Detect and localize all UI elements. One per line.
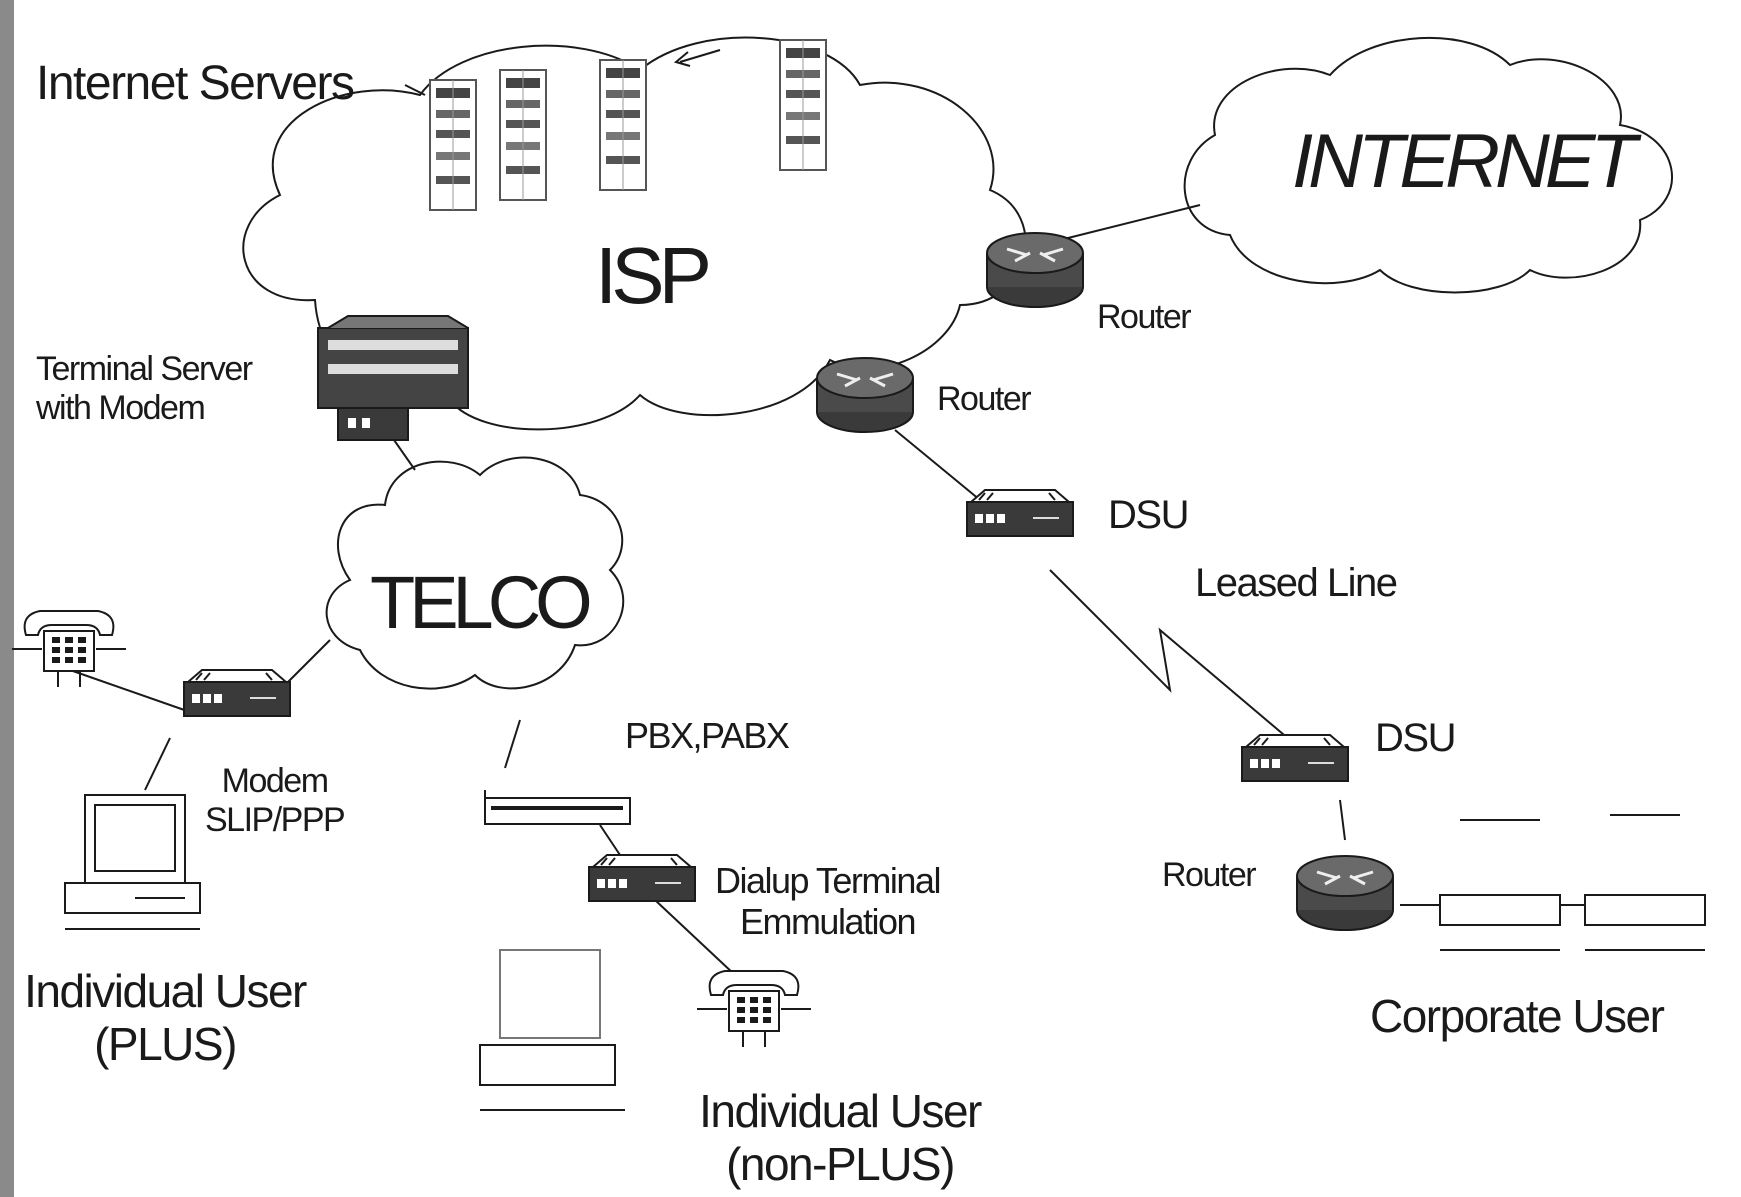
terminal-server-line-1: Terminal Server (36, 350, 253, 388)
individual-plus-line-1: Individual User (24, 965, 307, 1017)
dsu-bottom-icon (1241, 734, 1349, 782)
router-corp-icon (1295, 854, 1395, 932)
isp-label: ISP (595, 231, 712, 320)
dsu-top-label: DSU (1108, 493, 1189, 537)
phone-nonplus-icon (696, 970, 812, 1048)
pbx-graphic (484, 790, 631, 825)
router-top-label: Router (1097, 298, 1192, 336)
router-mid-icon (815, 356, 915, 434)
individual-nonplus-line-2: (non-PLUS) (726, 1137, 955, 1190)
router-corp-label: Router (1162, 856, 1257, 894)
terminal-server-graphic (317, 315, 469, 441)
internet-label: INTERNET (1292, 119, 1637, 204)
router-mid-label: Router (937, 380, 1032, 418)
internet-cloud (1183, 36, 1674, 294)
telco-label: TELCO (370, 561, 593, 644)
terminal-server-line-2: with Modem (36, 389, 206, 428)
router-top-icon (985, 231, 1085, 309)
telco-cloud (325, 456, 625, 690)
leased-line-zigzag (1049, 569, 1291, 741)
modem-line-2: SLIP/PPP (205, 801, 346, 840)
isp-cloud (242, 36, 1027, 431)
modem-icon (183, 669, 291, 717)
scan-edge (0, 0, 14, 1197)
modem-label: Modem SLIP/PPP (205, 762, 346, 840)
corporate-user-label: Corporate User (1370, 990, 1665, 1042)
dialup-line-1: Dialup Terminal (715, 860, 941, 901)
individual-plus-label: Individual User (PLUS) (0, 965, 330, 1071)
individual-nonplus-line-1: Individual User (699, 1085, 982, 1137)
dialup-label: Dialup Terminal Emmulation (715, 860, 941, 943)
modem-line-1: Modem (221, 762, 329, 800)
leased-line-label: Leased Line (1195, 561, 1398, 605)
individual-nonplus-label: Individual User (non-PLUS) (650, 1085, 1030, 1191)
corporate-workstations-graphic (1439, 814, 1706, 951)
dsu-top-icon (966, 489, 1074, 537)
pc-plus-graphic (64, 794, 201, 930)
dialup-line-2: Emmulation (739, 901, 917, 943)
dsu-bottom-label: DSU (1375, 716, 1456, 760)
terminal-server-label: Terminal Server with Modem (36, 350, 253, 428)
dialup-modem-icon (588, 854, 696, 902)
pbx-label: PBX,PABX (625, 715, 790, 756)
pc-nonplus-graphic (479, 949, 625, 1111)
phone-icon (11, 610, 127, 688)
internet-servers-label: Internet Servers (36, 57, 355, 110)
individual-plus-line-2: (PLUS) (94, 1017, 237, 1070)
internet-servers-graphic (404, 39, 827, 211)
